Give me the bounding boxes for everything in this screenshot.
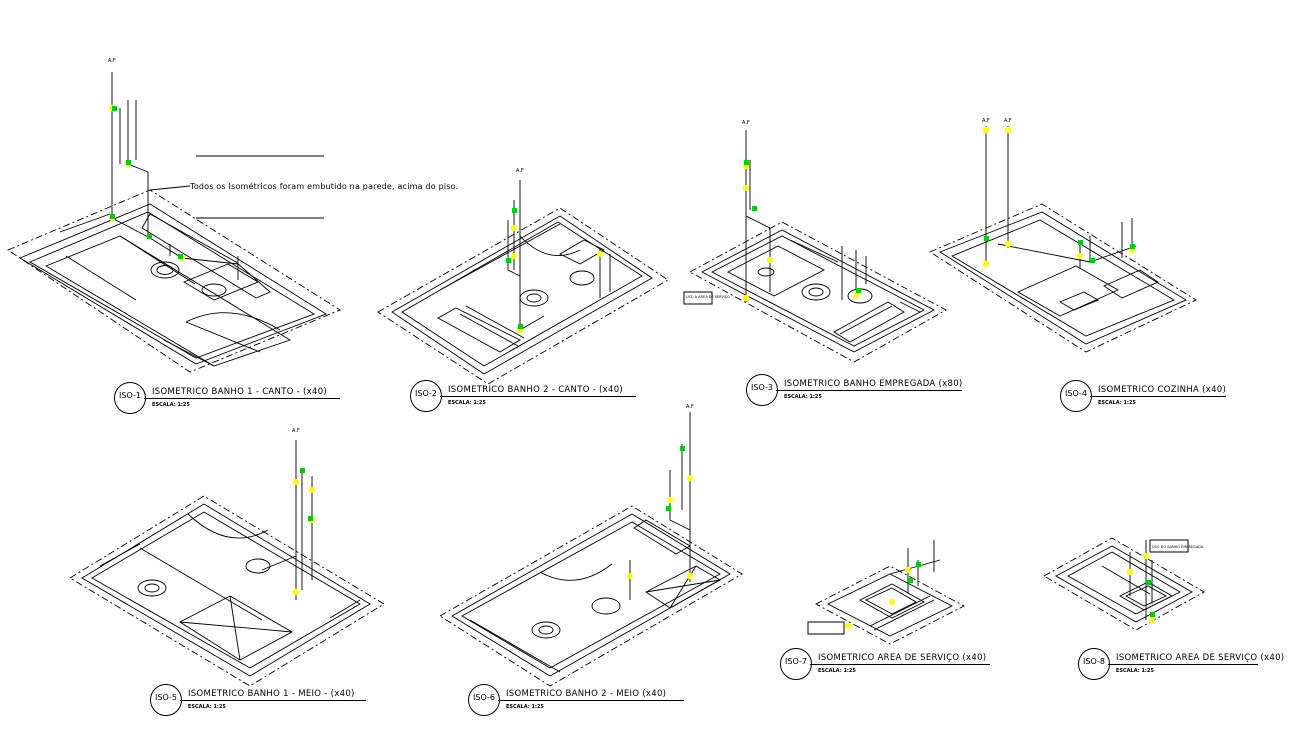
title-underline (810, 664, 990, 665)
title-underline (498, 700, 684, 701)
iso-2-drawing (377, 180, 669, 385)
title-code: ISO-6 (473, 693, 495, 702)
title-text: ISOMETRICO BANHO EMPREGADA (x80) (784, 379, 963, 389)
title-text: ISOMETRICO AREA DE SERVIÇO (x40) (818, 653, 987, 663)
title-code: ISO-7 (785, 657, 807, 666)
iso-1-drawing (7, 72, 341, 373)
title-scale: ESCALA: 1:25 (818, 668, 856, 674)
title-block-iso-7: ISO-7 ISOMETRICO AREA DE SERVIÇO (x40) E… (780, 648, 1020, 688)
af-label: A.F (742, 120, 750, 126)
title-underline (776, 390, 962, 391)
title-block-iso-6: ISO-6 ISOMETRICO BANHO 2 - MEIO (x40) ES… (468, 684, 708, 724)
uso-area-servico-label: USO A AREA DE SERVIÇO (686, 295, 730, 299)
general-note: Todos os Isométricos foram embutido na p… (190, 182, 459, 191)
title-underline (440, 396, 636, 397)
af-label: A.F (516, 168, 524, 174)
title-block-iso-5: ISO-5 ISOMETRICO BANHO 1 - MEIO - (x40) … (150, 684, 390, 724)
iso-8-drawing (1043, 537, 1205, 631)
af-label: A.F (108, 58, 116, 64)
title-block-iso-2: ISO-2 ISOMETRICO BANHO 2 - CANTO - (x40)… (410, 380, 650, 420)
title-text: ISOMETRICO BANHO 2 - MEIO (x40) (506, 689, 667, 699)
title-underline (1108, 664, 1258, 665)
title-block-iso-1: ISO-1 ISOMETRICO BANHO 1 - CANTO - (x40)… (114, 382, 354, 422)
iso-4-drawing (929, 126, 1197, 353)
af-label: A.F (1004, 118, 1012, 124)
title-text: ISOMETRICO BANHO 1 - CANTO - (x40) (152, 387, 328, 397)
title-underline (144, 398, 340, 399)
title-block-iso-8: ISO-8 ISOMETRICO AREA DE SERVIÇO (x40) E… (1078, 648, 1290, 688)
iso-7-drawing (807, 540, 965, 645)
title-code: ISO-5 (155, 693, 177, 702)
title-scale: ESCALA: 1:25 (1116, 668, 1154, 674)
title-code: ISO-8 (1083, 657, 1105, 666)
title-text: ISOMETRICO COZINHA (x40) (1098, 385, 1227, 395)
title-text: ISOMETRICO BANHO 2 - CANTO - (x40) (448, 385, 624, 395)
uso-banheiro-label: USO DO BANHO EMPREGADA (1152, 545, 1204, 549)
af-label: A.F (982, 118, 990, 124)
title-scale: ESCALA: 1:25 (1098, 400, 1136, 406)
af-label: A.F (292, 428, 300, 434)
title-scale: ESCALA: 1:25 (506, 704, 544, 710)
iso-6-drawing (439, 412, 743, 687)
title-block-iso-4: ISO-4 ISOMETRICO COZINHA (x40) ESCALA: 1… (1060, 380, 1290, 420)
af-label: A.F (686, 404, 694, 410)
title-scale: ESCALA: 1:25 (188, 704, 226, 710)
iso-5-drawing (69, 440, 385, 687)
title-block-iso-3: ISO-3 ISOMETRICO BANHO EMPREGADA (x80) E… (746, 374, 986, 414)
title-scale: ESCALA: 1:25 (448, 400, 486, 406)
title-scale: ESCALA: 1:25 (152, 402, 190, 408)
title-code: ISO-1 (119, 391, 141, 400)
title-code: ISO-4 (1065, 389, 1087, 398)
junction-points (110, 106, 1155, 617)
iso-3-drawing (683, 130, 947, 363)
title-scale: ESCALA: 1:25 (784, 394, 822, 400)
title-text: ISOMETRICO AREA DE SERVIÇO (x40) (1116, 653, 1285, 663)
title-code: ISO-2 (415, 389, 437, 398)
af-labels: A.F A.F A.F A.F A.F A.F A.F USO A AREA D… (108, 58, 1204, 549)
title-underline (180, 700, 366, 701)
title-code: ISO-3 (751, 383, 773, 392)
title-underline (1090, 396, 1226, 397)
title-text: ISOMETRICO BANHO 1 - MEIO - (x40) (188, 689, 355, 699)
